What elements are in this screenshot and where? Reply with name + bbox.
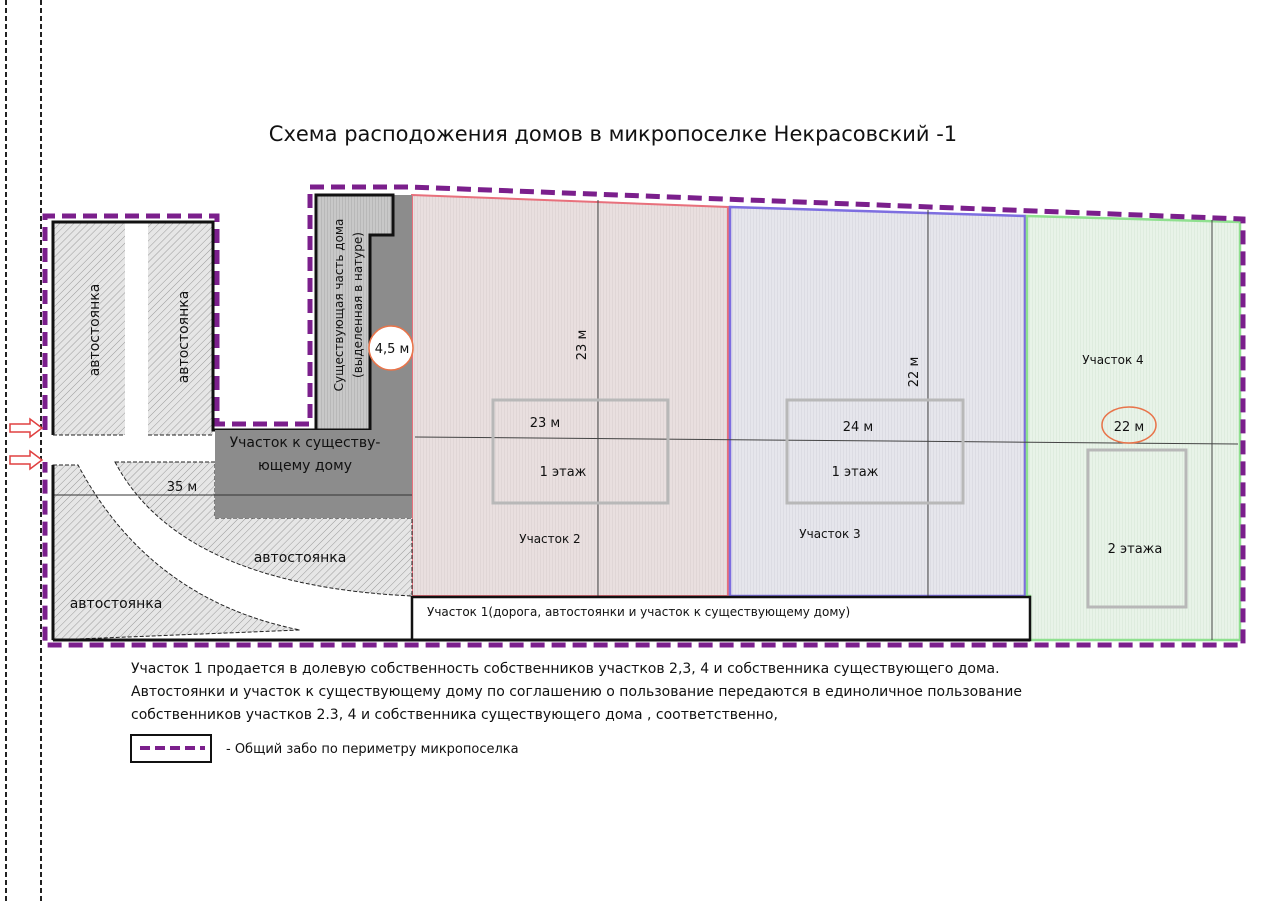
dimension-label: 22 м — [907, 357, 922, 387]
note-line: Участок 1 продается в долевую собственно… — [131, 661, 1000, 677]
dimension-line — [414, 436, 1239, 445]
diagram-title: Схема раcподожения домов в микропоселке … — [269, 122, 957, 146]
dimension-label: 35 м — [167, 480, 197, 495]
existing-house-label: Существующая часть дома — [332, 219, 346, 392]
floors-label: 1 этаж — [832, 465, 879, 480]
highlight-circle — [368, 325, 414, 371]
existing-plot — [215, 430, 412, 518]
dimension-label: 4,5 м — [375, 342, 410, 357]
parking-label: автостоянка — [87, 284, 103, 377]
plot-3-label: Участок 3 — [799, 527, 860, 541]
plot-2-label: Участок 2 — [519, 532, 580, 546]
parking-label: автостоянка — [70, 596, 163, 612]
existing-plot-label: ющему дому — [258, 458, 352, 474]
parking-area — [53, 222, 125, 435]
parking-area — [148, 222, 213, 435]
note-line: собственников участков 2.3, 4 и собствен… — [131, 707, 778, 723]
legend-label: - Общий забо по периметру микропоселка — [226, 742, 519, 757]
dimension-label: 22 м — [1114, 420, 1144, 435]
plot-1-label: Участок 1(дорога, автостоянки и участок … — [427, 605, 850, 619]
floors-label: 1 этаж — [540, 465, 587, 480]
parking-area — [52, 464, 301, 641]
dimension-label: 24 м — [843, 420, 873, 435]
existing-plot-label: Участок к существу- — [230, 435, 381, 451]
plot-1 — [410, 595, 1032, 642]
dimension-label: 23 м — [530, 416, 560, 431]
note-line: Автостоянки и участок к существующему до… — [131, 684, 1022, 700]
parking-label: автостоянка — [254, 550, 347, 566]
entry-arrow-icon — [9, 417, 44, 439]
entry-arrow-icon — [9, 449, 44, 471]
fence-perimeter — [42, 184, 1246, 648]
existing-house-label: (выделенная в натуре) — [351, 232, 365, 378]
house-plot-2 — [491, 398, 670, 505]
plot-4-label: Участок 4 — [1082, 353, 1143, 367]
dimension-label: 23 м — [575, 330, 590, 360]
house-plot-4 — [1086, 448, 1188, 609]
floors-label: 2 этажа — [1108, 542, 1163, 557]
highlight-circle — [1101, 406, 1157, 444]
parking-label: автостоянка — [176, 291, 192, 384]
house-plot-3 — [785, 398, 965, 505]
